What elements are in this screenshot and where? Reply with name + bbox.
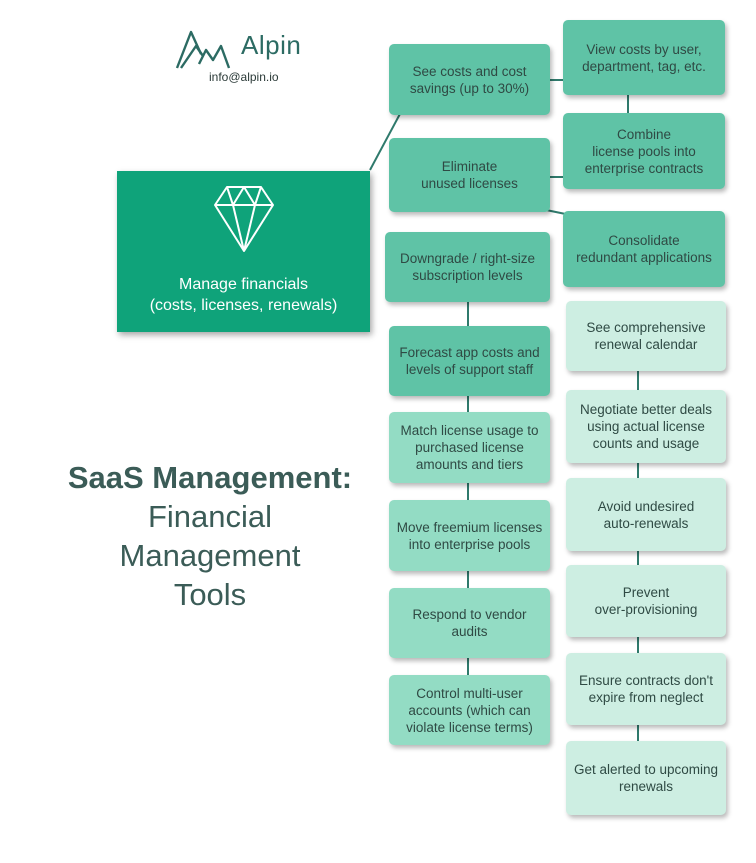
brand-name: Alpin <box>241 30 302 60</box>
right-item: View costs by user, department, tag, etc… <box>563 20 725 95</box>
title-line-1: SaaS Management: <box>67 460 353 495</box>
left-item: Eliminate unused licenses <box>389 138 550 212</box>
left-item: Forecast app costs and levels of support… <box>389 326 550 396</box>
right-item: Combine license pools into enterprise co… <box>563 113 725 189</box>
brand-email: info@alpin.io <box>209 70 279 84</box>
right-item: Negotiate better deals using actual lice… <box>566 390 726 463</box>
left-item: Downgrade / right-size subscription leve… <box>385 232 550 302</box>
manage-financials-box: Manage financials (costs, licenses, rene… <box>117 171 370 332</box>
hub-label: Manage financials (costs, licenses, rene… <box>149 276 338 314</box>
brand-logo: Alpin info@alpin.io <box>175 28 325 90</box>
right-item: Ensure contracts don't expire from negle… <box>566 653 726 725</box>
title-line-2: Financial Management Tools <box>119 499 301 612</box>
page-title: SaaS Management: Financial Management To… <box>30 458 390 614</box>
right-item: Avoid undesired auto-renewals <box>566 478 726 551</box>
left-item: Control multi-user accounts (which can v… <box>389 675 550 745</box>
left-item: Match license usage to purchased license… <box>389 412 550 483</box>
right-item: Consolidate redundant applications <box>563 211 725 287</box>
right-item: Prevent over-provisioning <box>566 565 726 637</box>
diamond-icon <box>214 186 274 252</box>
alpin-logo-icon <box>175 30 231 69</box>
left-item: See costs and cost savings (up to 30%) <box>389 44 550 115</box>
right-item: See comprehensive renewal calendar <box>566 301 726 371</box>
left-item: Move freemium licenses into enterprise p… <box>389 500 550 571</box>
right-item: Get alerted to upcoming renewals <box>566 741 726 815</box>
left-item: Respond to vendor audits <box>389 588 550 658</box>
